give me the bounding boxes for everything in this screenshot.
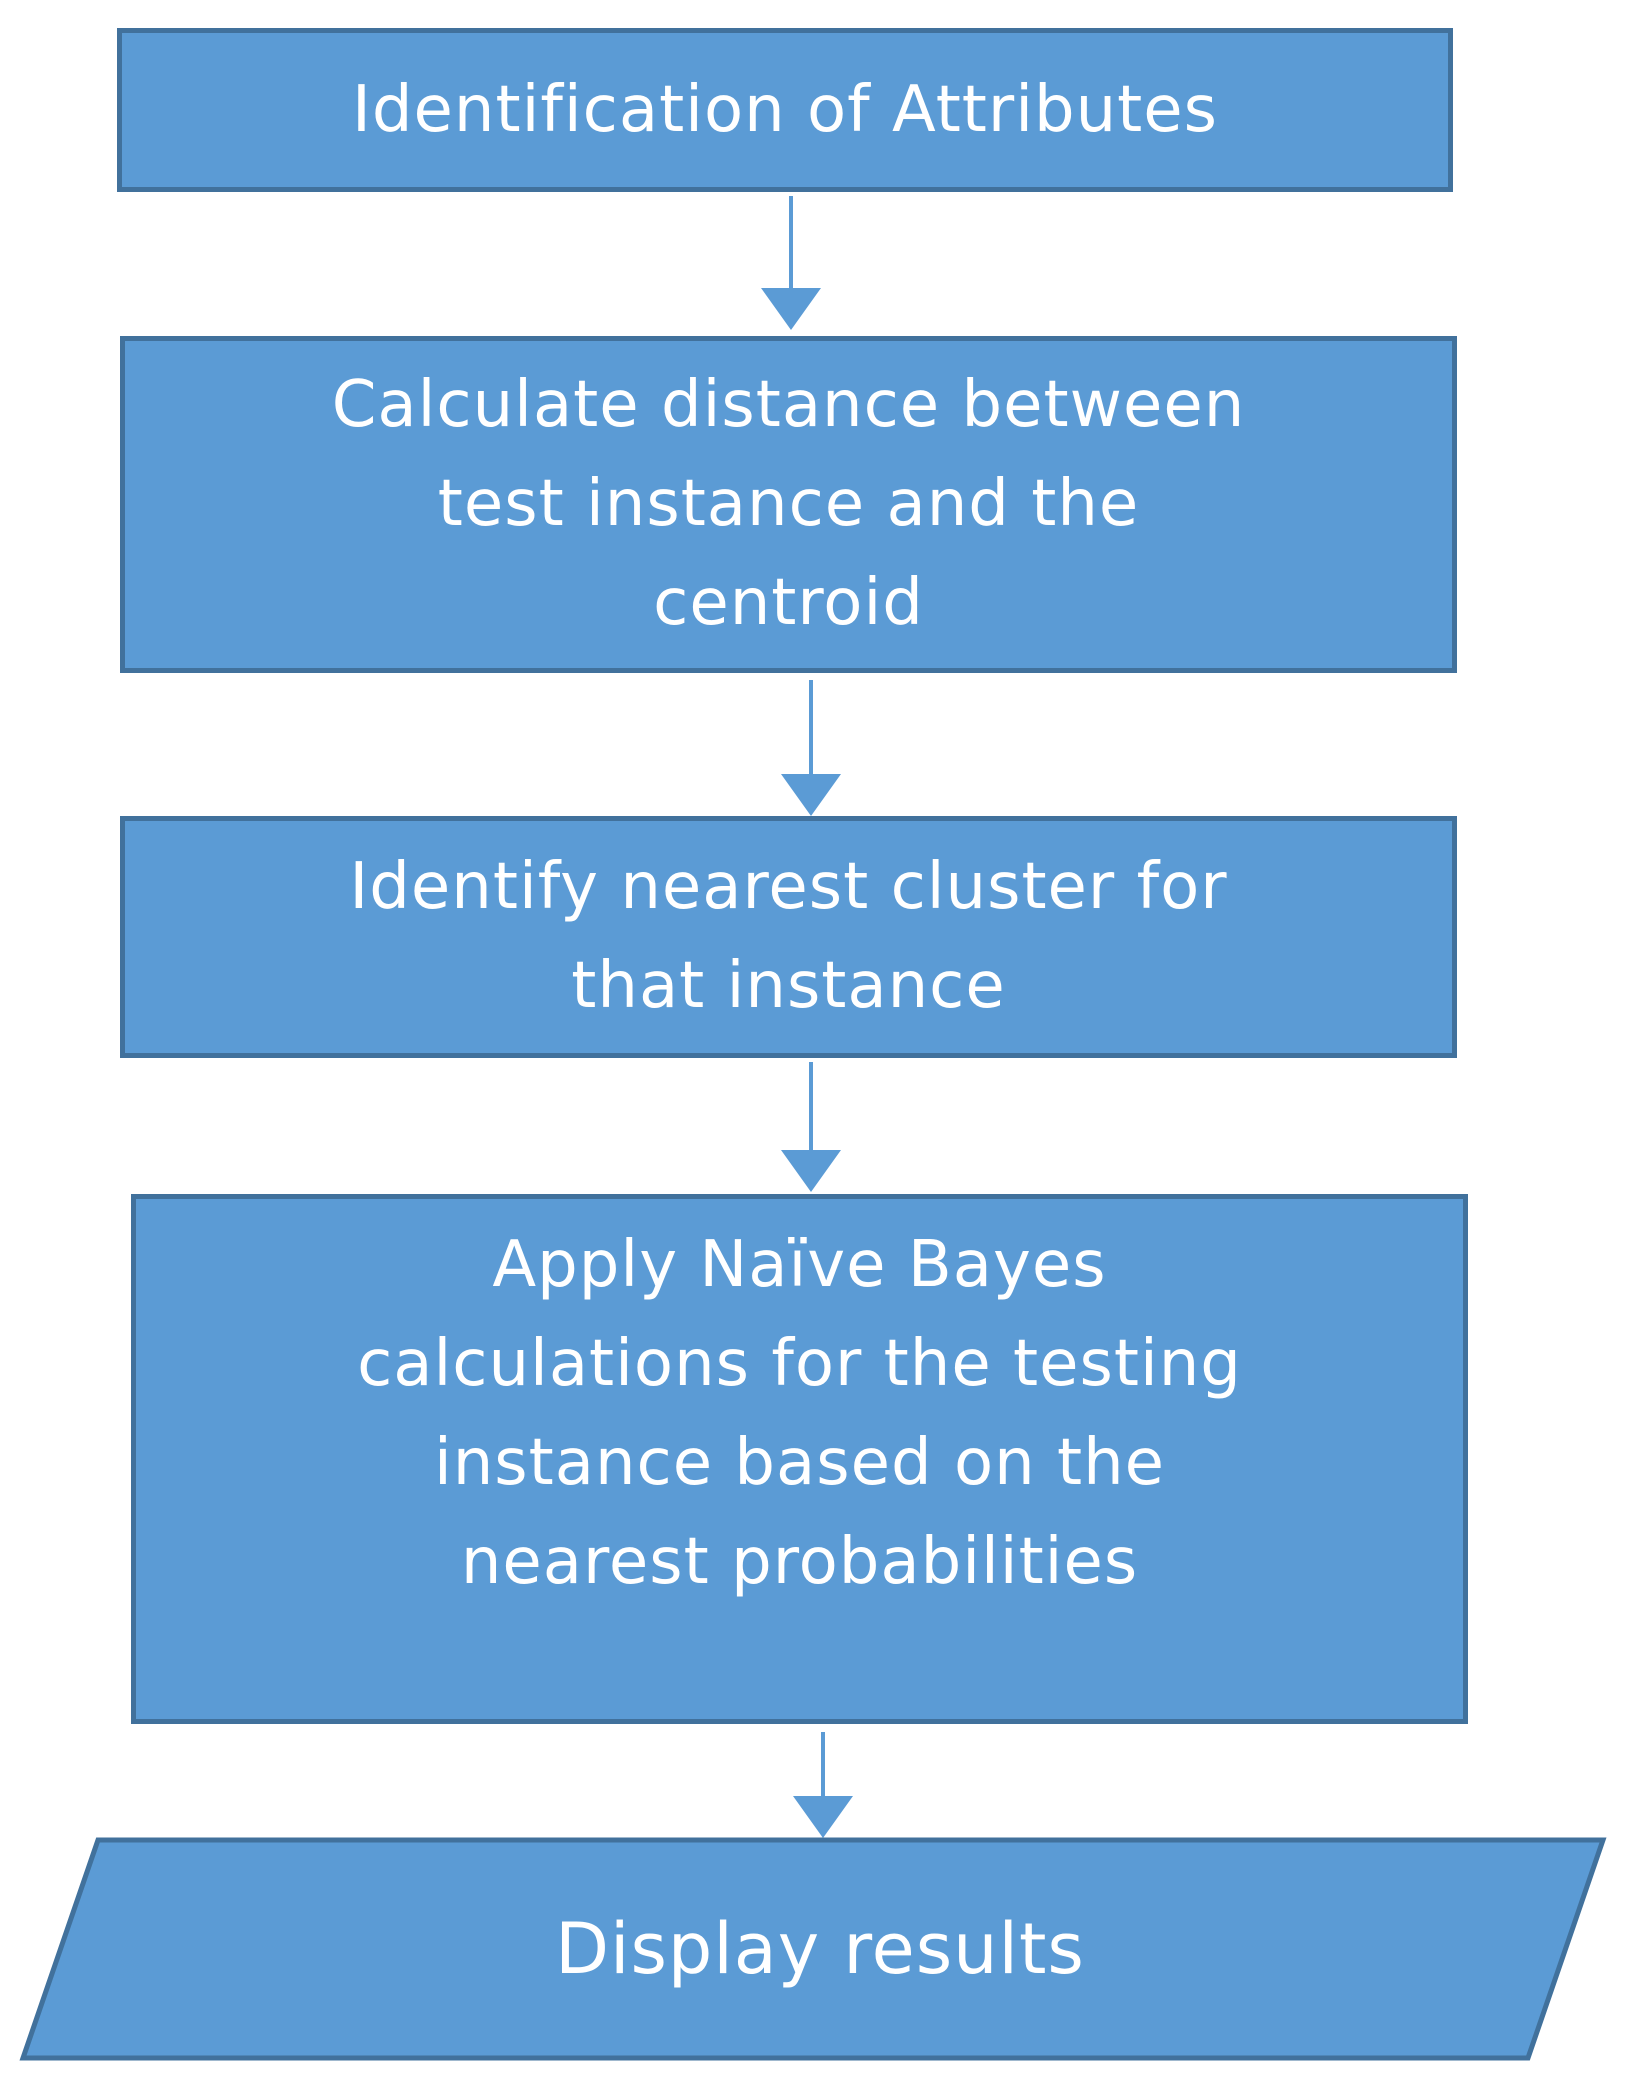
display-results-label: Display results bbox=[555, 1908, 1085, 1990]
step-calculate-distance-box: Calculate distance between test instance… bbox=[120, 336, 1457, 673]
arrow-2 bbox=[781, 680, 841, 816]
step-nearest-cluster-box: Identify nearest cluster for that instan… bbox=[120, 816, 1457, 1058]
arrow-1 bbox=[761, 196, 821, 330]
step-calculate-distance-label: Calculate distance between test instance… bbox=[331, 368, 1246, 640]
step-identification-label: Identification of Attributes bbox=[352, 72, 1218, 147]
step-naive-bayes-label: Apply Naïve Bayes calculations for the t… bbox=[357, 1228, 1242, 1599]
step-identification-box: Identification of Attributes bbox=[117, 28, 1453, 192]
arrow-4 bbox=[793, 1732, 853, 1838]
step-nearest-cluster-label: Identify nearest cluster for that instan… bbox=[349, 850, 1228, 1023]
arrow-3 bbox=[781, 1062, 841, 1192]
step-naive-bayes-box: Apply Naïve Bayes calculations for the t… bbox=[131, 1194, 1468, 1724]
display-results-parallelogram bbox=[19, 1837, 1607, 2061]
